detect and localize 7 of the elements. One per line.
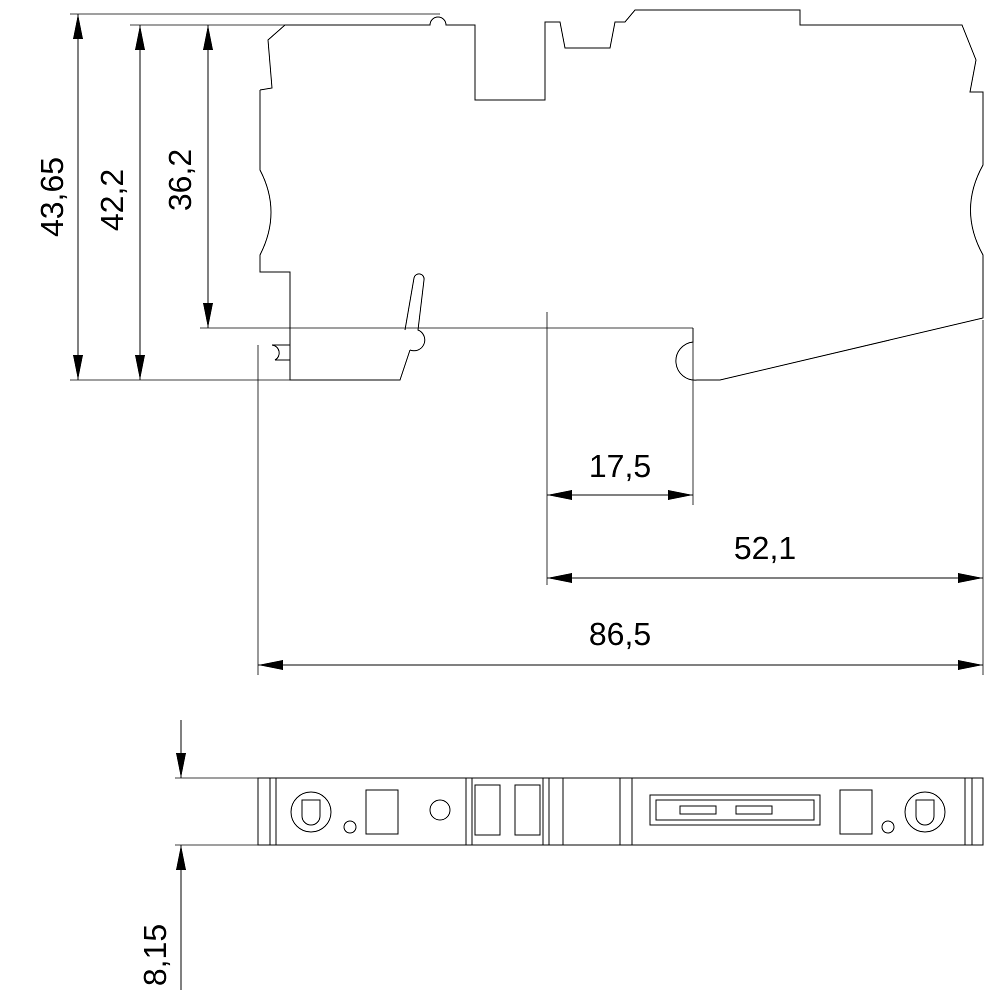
dimension-value: 52,1 [734, 532, 796, 564]
dimension-value: 43,65 [36, 156, 68, 238]
dimension-value: 8,15 [139, 924, 171, 986]
dimension-value: 86,5 [588, 618, 652, 650]
dimension-value: 36,2 [164, 148, 196, 212]
dimension-value: 17,5 [588, 450, 652, 482]
dimension-value: 42,2 [96, 168, 128, 232]
